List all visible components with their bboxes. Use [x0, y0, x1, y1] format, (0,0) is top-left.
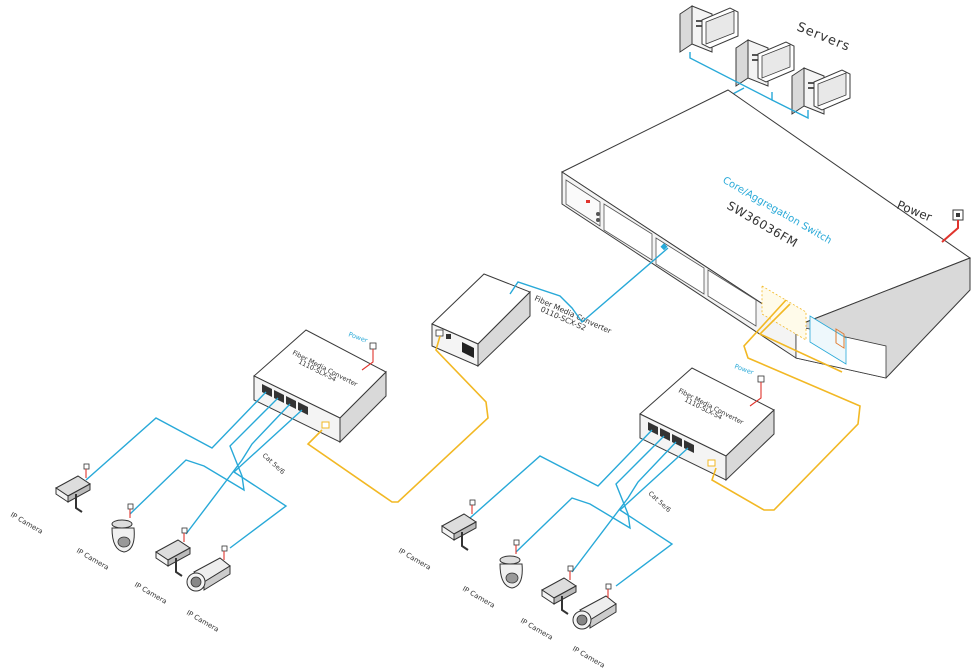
ip-camera-label: IP Camera [75, 547, 110, 572]
right-cameras: IP Camera IP Camera IP Camera IP Camera [397, 499, 617, 670]
ip-camera-label: IP Camera [185, 609, 220, 634]
power-cable [749, 382, 762, 407]
fmc-left: Fiber Media Converter 1110-SLX-S4 Power [253, 329, 387, 444]
fmc-center: Fiber Media Converter 0110-SCX-S2 [431, 273, 613, 368]
fiber-links [306, 299, 861, 511]
fmc-right: Fiber Media Converter 1110-SLX-S4 Power [639, 362, 775, 482]
cat-cable-label: Cat 5e/6 [647, 490, 673, 514]
cat-cable-label: Cat 5e/6 [261, 452, 287, 476]
fiber-cable [711, 299, 861, 511]
ip-camera-icon [499, 539, 523, 589]
ethernet-cable [515, 435, 665, 553]
ip-camera-icon [111, 503, 135, 553]
ethernet-cable [689, 52, 773, 102]
port-marker [660, 243, 668, 251]
fiber-cable [306, 335, 489, 503]
ethernet-cable [469, 429, 653, 519]
ip-camera-label: IP Camera [571, 645, 606, 670]
servers-group: Servers [679, 5, 853, 115]
ip-camera-icon [186, 545, 231, 592]
fmc-right-power-label: Power [733, 362, 755, 376]
ip-camera-label: IP Camera [133, 581, 168, 606]
ip-camera-label: IP Camera [461, 585, 496, 610]
power-outlet-icon [757, 375, 765, 383]
power-cable [361, 349, 374, 371]
ethernet-cable [129, 397, 279, 515]
fiber-cable [758, 303, 843, 373]
ip-camera-label: IP Camera [397, 547, 432, 572]
ethernet-cable [771, 99, 809, 120]
fmc-left-power-label: Power [347, 330, 369, 344]
core-switch: Core/Aggregation Switch SW36036FM [560, 89, 972, 379]
ip-camera-label: IP Camera [519, 617, 554, 642]
server-icon [791, 67, 851, 115]
power-cable [941, 220, 959, 243]
ethernet-cable [185, 403, 291, 535]
ethernet-cable [615, 447, 689, 587]
ip-camera-icon [541, 565, 577, 615]
ethernet-cable [509, 247, 669, 324]
ip-camera-icon [55, 463, 91, 513]
ip-camera-label: IP Camera [9, 511, 44, 536]
ethernet-cable [229, 409, 303, 549]
ip-camera-icon [441, 499, 477, 551]
ethernet-cable [571, 441, 677, 573]
servers-label: Servers [795, 20, 853, 55]
ip-camera-icon [155, 527, 191, 577]
ip-camera-icon [572, 583, 617, 630]
server-icon [735, 39, 795, 87]
server-icon [679, 5, 739, 53]
ethernet-cable [85, 391, 267, 481]
left-cameras: IP Camera IP Camera IP Camera IP Camera [9, 463, 231, 634]
power-outlet-icon [369, 342, 377, 350]
